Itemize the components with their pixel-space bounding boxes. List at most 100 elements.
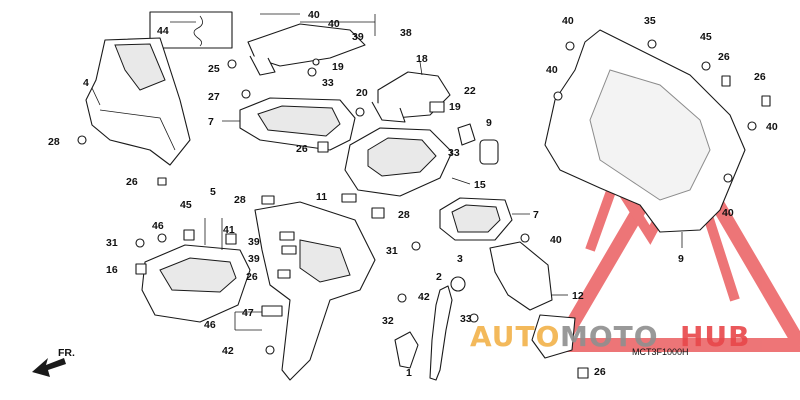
callout: 38 xyxy=(400,27,412,39)
callout: 40 xyxy=(328,18,340,30)
bolt-32 xyxy=(135,238,145,248)
bolt-27 xyxy=(469,313,479,323)
part-7-opening xyxy=(257,105,341,137)
part-22-clip xyxy=(457,123,476,146)
front-arrow: FR. xyxy=(32,347,75,377)
clip-24e xyxy=(761,95,771,107)
clip-26a xyxy=(261,195,275,205)
clip-39b xyxy=(281,245,297,255)
callout: 15 xyxy=(474,179,486,191)
callout: 4 xyxy=(83,77,89,89)
part-9-group xyxy=(544,29,746,248)
callout: 27 xyxy=(208,91,220,103)
part-12-cap xyxy=(531,314,576,359)
reference-code: MCT3F1000H xyxy=(632,347,689,357)
bolt-41a xyxy=(265,345,275,355)
callout: 40 xyxy=(308,9,320,21)
part-6-group xyxy=(85,37,191,166)
watermark-hub: HUB xyxy=(680,320,751,353)
callout: 39 xyxy=(352,31,364,43)
part-17-group xyxy=(371,61,451,123)
bolt-33 xyxy=(647,39,657,49)
callout: 3 xyxy=(457,253,463,265)
callout: 22 xyxy=(464,85,476,97)
callout: 19 xyxy=(332,61,344,73)
watermark-auto: AUTO xyxy=(470,320,560,353)
part-46-group xyxy=(234,201,376,381)
clip-16 xyxy=(135,263,147,275)
callout: 35 xyxy=(644,15,656,27)
part-44-wire xyxy=(193,15,203,47)
watermark-triangle xyxy=(547,126,800,352)
callout: 41 xyxy=(223,224,235,236)
bolt-31 xyxy=(411,241,421,251)
callout: 7 xyxy=(208,116,214,128)
clip-11 xyxy=(341,193,357,203)
callout: 28 xyxy=(234,194,246,206)
callout: 32 xyxy=(382,315,394,327)
watermark-wordmark: AUTO MOTO HUB xyxy=(470,320,751,353)
bolt-20a xyxy=(227,59,237,69)
part-12-bracket xyxy=(489,241,553,311)
callout: 26 xyxy=(594,366,606,378)
front-arrow-icon xyxy=(32,358,66,377)
part-6-cover xyxy=(85,37,191,166)
callout: 26 xyxy=(296,143,308,155)
bolt-20b xyxy=(355,107,365,117)
callout: 33 xyxy=(448,147,460,159)
clip-43 xyxy=(183,229,195,241)
part-15-group xyxy=(344,127,471,197)
clip-24d xyxy=(721,75,731,87)
callout: 18 xyxy=(416,53,428,65)
part-15-opening xyxy=(367,137,437,177)
callout: 47 xyxy=(242,307,254,319)
callout: 40 xyxy=(766,121,778,133)
callout: 19 xyxy=(449,101,461,113)
bolt-18 xyxy=(312,58,320,66)
bolt-40a xyxy=(520,233,530,243)
callout: 31 xyxy=(106,237,118,249)
clip-39a xyxy=(279,231,295,241)
part-12-group xyxy=(489,241,576,359)
part-44-frame xyxy=(149,11,233,49)
part-36-group xyxy=(247,13,376,76)
part-2-hose xyxy=(429,285,453,381)
bolt-41b xyxy=(397,293,407,303)
callout: 39 xyxy=(248,236,260,248)
clip-19 xyxy=(429,101,445,113)
callout: 26 xyxy=(126,176,138,188)
part-7-group xyxy=(222,97,356,151)
part-3-cap xyxy=(450,276,466,292)
clip-26b xyxy=(277,269,291,279)
callout: 16 xyxy=(106,264,118,276)
bolt-23 xyxy=(241,89,251,99)
clip-24a xyxy=(157,177,167,186)
callout: 40 xyxy=(562,15,574,27)
callout: 26 xyxy=(718,51,730,63)
part-36-hinge xyxy=(249,55,276,76)
callout: 46 xyxy=(152,220,164,232)
callout: 1 xyxy=(406,367,412,379)
callout: 31 xyxy=(386,245,398,257)
bolt-40e xyxy=(723,173,733,183)
watermark-moto: MOTO xyxy=(560,320,659,353)
callout: 40 xyxy=(722,207,734,219)
clip-37 xyxy=(225,233,237,245)
bolt-32b xyxy=(307,67,317,77)
pad-47 xyxy=(261,305,283,317)
callout: 5 xyxy=(210,186,216,198)
callout: 9 xyxy=(486,117,492,129)
bolt-40d xyxy=(747,121,757,131)
fasteners xyxy=(77,39,771,379)
callout: 46 xyxy=(204,319,216,331)
bolt-40c xyxy=(553,91,563,101)
callout: 45 xyxy=(180,199,192,211)
callout: 40 xyxy=(550,234,562,246)
callout: 45 xyxy=(700,31,712,43)
callout: 39 xyxy=(248,253,260,265)
callout: 12 xyxy=(572,290,584,302)
bolt-45 xyxy=(157,233,167,243)
callout: 11 xyxy=(316,191,327,203)
callout: 26 xyxy=(754,71,766,83)
